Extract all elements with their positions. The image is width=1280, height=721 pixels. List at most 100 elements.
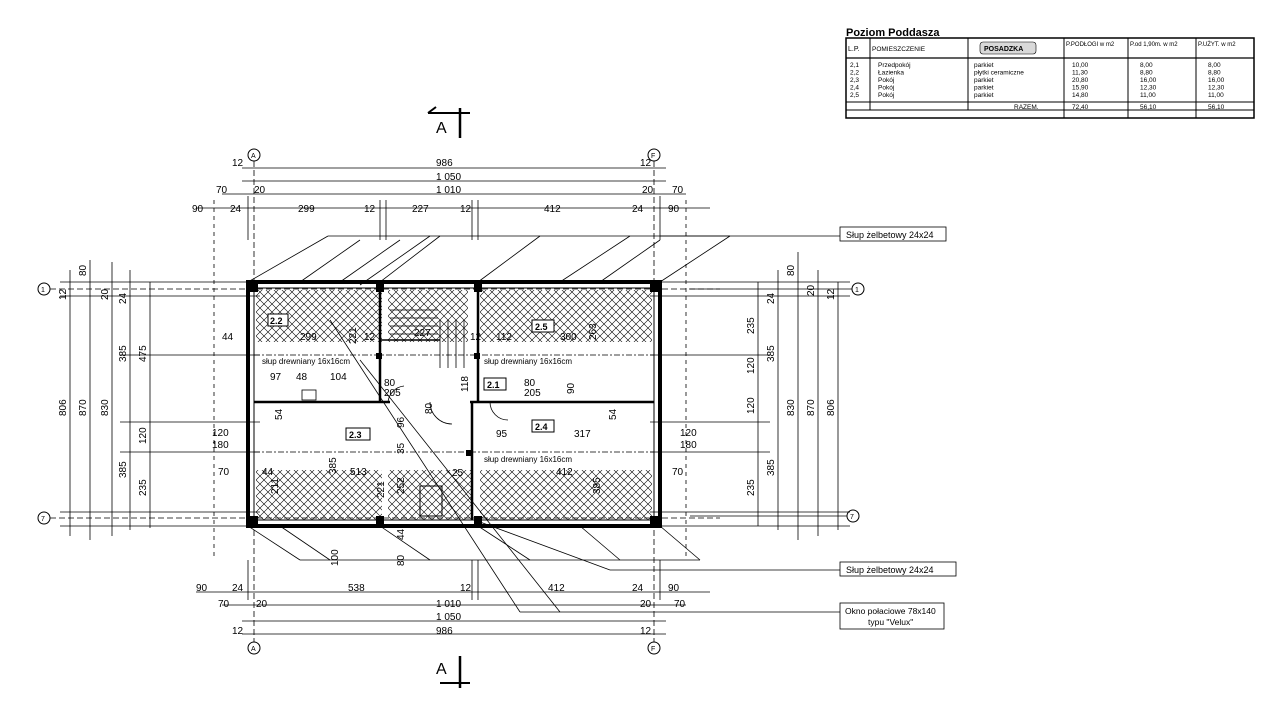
axis-lines	[50, 161, 852, 642]
callout-roof-window: Okno połaciowe 78x140 typu "Velux"	[329, 319, 945, 630]
table-cell: 2,4	[850, 85, 859, 92]
left-dimension-texts: 806 870 830 385 475 120 385 235 12 80 20…	[58, 264, 149, 496]
svg-text:80: 80	[384, 378, 396, 389]
right-dimensions	[650, 252, 850, 540]
axis-marker-1-left: 1	[37, 282, 51, 296]
svg-text:7: 7	[850, 514, 854, 521]
table-cell: 11,00	[1140, 92, 1156, 99]
table-cell: Łazienka	[878, 70, 904, 77]
svg-text:20: 20	[100, 288, 111, 300]
top-dimension-texts: 12 986 12 1 050 70 20 1 010 20 70 90 24 …	[192, 158, 684, 215]
svg-text:412: 412	[544, 204, 561, 215]
table-cell: 8,80	[1140, 70, 1153, 77]
svg-text:385: 385	[118, 461, 129, 478]
svg-text:118: 118	[460, 376, 471, 392]
top-dimensions	[196, 167, 710, 240]
svg-text:385: 385	[766, 459, 777, 476]
table-cell: 8,80	[1208, 70, 1221, 77]
bottom-dimension-texts: 90 24 538 12 412 24 90 70 20 1 010 20 70…	[196, 583, 686, 637]
table-cell: Pokój	[878, 92, 894, 99]
svg-text:12: 12	[232, 626, 244, 637]
table-cell: 20,80	[1072, 77, 1089, 84]
svg-text:25: 25	[452, 468, 464, 479]
svg-text:12: 12	[470, 332, 482, 343]
svg-text:44: 44	[396, 528, 407, 540]
svg-text:211: 211	[270, 478, 281, 494]
table-cell: 12,30	[1140, 85, 1157, 92]
svg-text:12: 12	[640, 626, 652, 637]
svg-text:317: 317	[574, 429, 591, 440]
svg-text:513: 513	[350, 467, 367, 478]
svg-text:252: 252	[396, 477, 407, 494]
svg-text:1 010: 1 010	[436, 599, 461, 610]
table-cell: parkiet	[974, 62, 994, 69]
svg-text:806: 806	[58, 399, 69, 416]
svg-text:1: 1	[855, 287, 859, 294]
table-header-lp: L.P.	[848, 46, 860, 53]
svg-text:221: 221	[348, 327, 359, 344]
bottom-dimensions	[196, 560, 710, 635]
svg-text:24: 24	[766, 292, 777, 304]
axis-marker-a-bottom: A	[247, 641, 261, 655]
svg-text:Słup żelbetowy 24x24: Słup żelbetowy 24x24	[846, 230, 934, 240]
svg-text:100: 100	[330, 549, 341, 566]
svg-text:90: 90	[668, 583, 680, 594]
svg-text:12: 12	[460, 204, 472, 215]
left-dimensions	[60, 260, 260, 540]
svg-text:20: 20	[806, 284, 817, 296]
svg-text:986: 986	[436, 158, 453, 169]
table-cell: 14,80	[1072, 92, 1089, 99]
table-cell: płytki ceramiczne	[974, 70, 1024, 77]
svg-text:24: 24	[118, 292, 129, 304]
svg-text:385: 385	[766, 345, 777, 362]
hatch-zone	[480, 290, 652, 342]
table-cell: parkiet	[974, 92, 994, 99]
svg-text:412: 412	[548, 583, 565, 594]
table-cell: 2,3	[850, 77, 859, 84]
svg-text:Okno połaciowe 78x140: Okno połaciowe 78x140	[845, 606, 936, 616]
svg-text:385: 385	[328, 457, 339, 474]
axis-marker-f-bottom: F	[647, 641, 661, 655]
svg-text:70: 70	[672, 467, 684, 478]
svg-text:90: 90	[566, 382, 577, 394]
room-label-2-1: 2.1	[487, 380, 500, 390]
table-cell: parkiet	[974, 77, 994, 84]
svg-text:80: 80	[524, 378, 536, 389]
svg-text:870: 870	[806, 399, 817, 416]
svg-text:12: 12	[460, 583, 472, 594]
table-header-floor: POSADZKA	[984, 46, 1023, 53]
area-table: Poziom Poddasza L.P. POMIESZCZENIE POSAD…	[845, 27, 1255, 119]
room-labels: 2.2 2.5 2.1 2.3 2.4	[267, 313, 555, 441]
svg-text:48: 48	[296, 372, 308, 383]
table-cell: 12,30	[1208, 85, 1225, 92]
table-cell: 2,5	[850, 92, 859, 99]
svg-text:385: 385	[592, 477, 603, 494]
svg-text:7: 7	[41, 516, 45, 523]
svg-text:20: 20	[254, 185, 266, 196]
svg-text:112: 112	[496, 332, 512, 343]
table-cell: 8,00	[1208, 62, 1221, 69]
svg-text:24: 24	[230, 204, 242, 215]
svg-text:35: 35	[396, 442, 407, 454]
table-cell: 11,00	[1208, 92, 1224, 99]
svg-text:475: 475	[138, 345, 149, 362]
svg-text:1 050: 1 050	[436, 612, 461, 623]
room-label-2-5: 2.5	[535, 322, 548, 332]
table-cell: 16,00	[1208, 77, 1225, 84]
svg-text:120: 120	[746, 357, 757, 374]
room-label-2-4: 2.4	[535, 422, 548, 432]
svg-text:830: 830	[100, 399, 111, 416]
hatch-zone	[256, 470, 382, 520]
svg-text:F: F	[651, 153, 655, 160]
table-cell: 2,1	[850, 62, 859, 69]
svg-text:24: 24	[232, 583, 244, 594]
svg-text:12: 12	[232, 158, 244, 169]
svg-text:80: 80	[786, 264, 797, 276]
hatch-zone	[388, 290, 468, 342]
svg-text:słup drewniany 16x16cm: słup drewniany 16x16cm	[484, 455, 572, 464]
svg-text:299: 299	[298, 204, 315, 215]
svg-text:180: 180	[680, 440, 697, 451]
svg-text:299: 299	[300, 332, 317, 343]
table-cell: 2,2	[850, 70, 859, 77]
